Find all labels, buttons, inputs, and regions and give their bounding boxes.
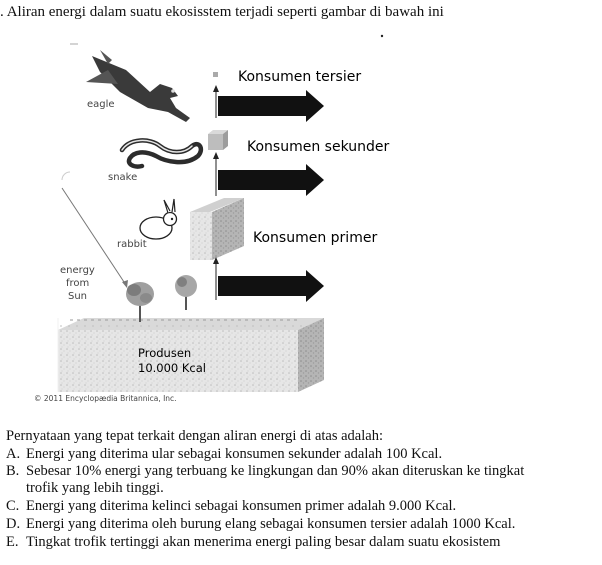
option-a[interactable]: A. Energi yang diterima ular sebagai kons… — [6, 446, 442, 463]
upward-flow-arrow — [213, 257, 219, 300]
secondary-consumer-block — [208, 130, 228, 150]
statement-text: Pernyataan yang tepat terkait dengan ali… — [6, 428, 383, 444]
energy-loss-arrow — [218, 164, 324, 196]
question-text: . Aliran energi dalam suatu ekosisstem t… — [0, 4, 444, 21]
producer-block — [57, 318, 324, 392]
option-letter: D. — [6, 516, 21, 532]
option-text-continued: trofik yang lebih tinggi. — [26, 480, 164, 496]
option-b[interactable]: B. Sebesar 10% energi yang terbuang ke li… — [6, 463, 524, 480]
energy-loss-arrow — [218, 90, 324, 122]
option-text: Energi yang diterima kelinci sebagai kon… — [26, 498, 457, 514]
question-number-prefix: . — [0, 4, 4, 20]
upward-flow-arrow — [213, 85, 219, 118]
producer-label-line2: 10.000 Kcal — [138, 361, 206, 375]
primary-consumer-block — [190, 198, 244, 260]
option-letter: A. — [6, 446, 21, 462]
option-letter: C. — [6, 498, 20, 514]
question-body: Aliran energi dalam suatu ekosisstem ter… — [6, 4, 444, 20]
rabbit-icon — [139, 198, 178, 240]
stray-dot — [380, 34, 384, 38]
primary-consumer-label: Konsumen primer — [253, 230, 377, 246]
energy-loss-arrow — [218, 270, 324, 302]
snake-label: snake — [108, 172, 137, 183]
snake-icon — [119, 138, 204, 169]
secondary-consumer-label: Konsumen sekunder — [247, 139, 389, 155]
eagle-icon — [86, 50, 190, 122]
option-b-continuation: trofik yang lebih tinggi. — [6, 480, 164, 497]
option-d[interactable]: D. Energi yang diterima oleh burung elang… — [6, 516, 515, 533]
option-letter: E. — [6, 534, 19, 550]
grass-strip — [60, 319, 310, 327]
tertiary-consumer-label: Konsumen tersier — [238, 69, 361, 85]
option-text: Energi yang diterima oleh burung elang s… — [26, 516, 516, 532]
tertiary-consumer-block — [213, 72, 218, 77]
option-text: Tingkat trofik tertinggi akan menerima e… — [26, 534, 501, 550]
option-text: Energi yang diterima ular sebagai konsum… — [26, 446, 443, 462]
option-letter: B. — [6, 463, 20, 479]
copyright-text: © 2011 Encyclopædia Britannica, Inc. — [34, 394, 177, 403]
tree-icon — [175, 275, 197, 310]
tree-icon — [126, 282, 154, 322]
upward-flow-arrow — [213, 152, 219, 196]
option-text: Sebesar 10% energi yang terbuang ke ling… — [26, 463, 525, 479]
energy-label-line3: Sun — [68, 291, 87, 302]
option-c[interactable]: C. Energi yang diterima kelinci sebagai k… — [6, 498, 456, 515]
sun-energy-ray — [61, 171, 128, 288]
energy-label-line1: energy — [60, 265, 95, 276]
option-e[interactable]: E. Tingkat trofik tertinggi akan menerima… — [6, 534, 500, 551]
eagle-label: eagle — [87, 99, 115, 110]
producer-label-line1: Produsen — [138, 346, 191, 360]
rabbit-label: rabbit — [117, 239, 147, 250]
energy-label-line2: from — [66, 278, 89, 289]
energy-flow-figure: Produsen 10.000 Kcal Konsumen primer Kon… — [34, 34, 389, 403]
